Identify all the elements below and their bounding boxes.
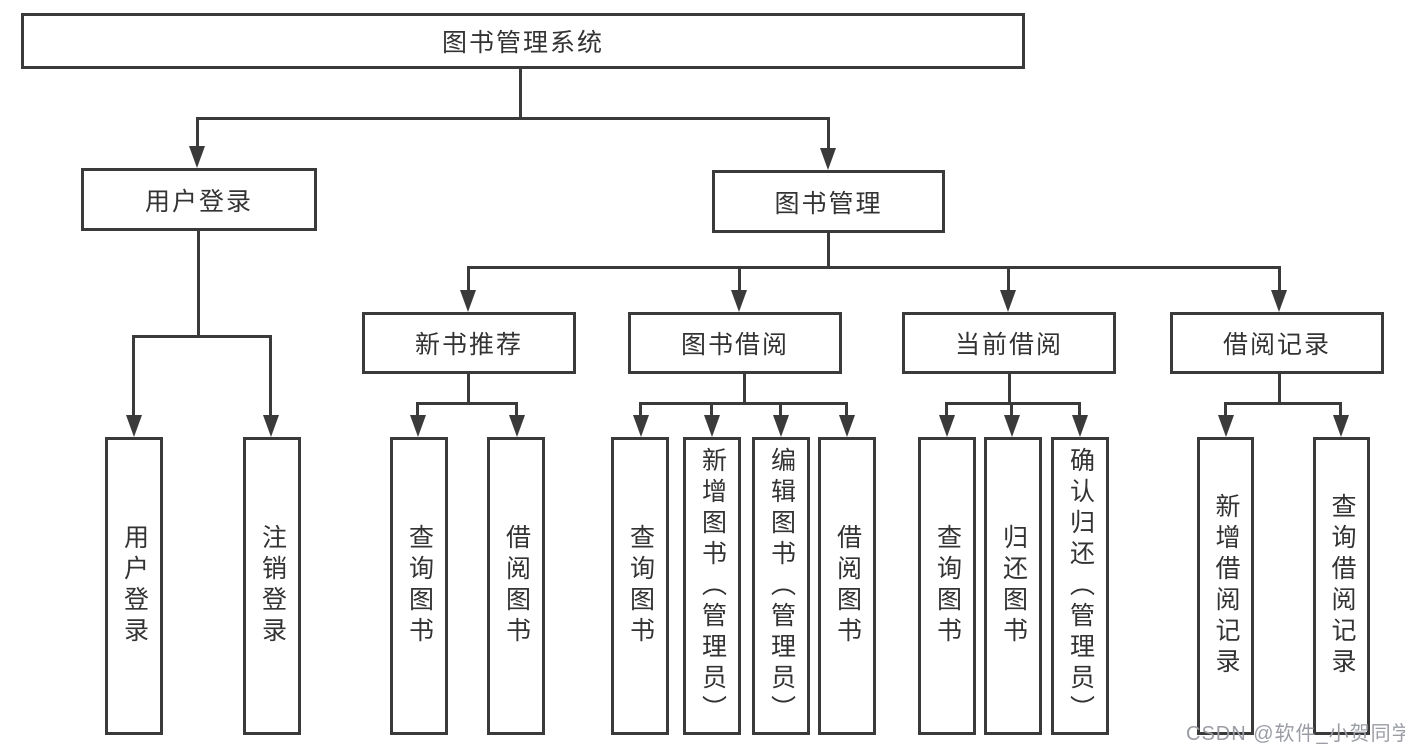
connector-line [1010,402,1013,416]
arrow-down-icon [1072,415,1088,437]
connector-line [639,402,642,416]
connector-line [416,402,518,405]
arrow-down-icon [410,415,426,437]
connector-line [467,266,1281,269]
node-current-borrowing: 当前借阅 [902,312,1116,374]
leaf-confirm-return-admin: 确认归还（管理员） [1051,437,1109,735]
watermark-text: CSDN @软件_小贺同学 [1186,723,1405,745]
arrow-down-icon [633,415,649,437]
node-system-root: 图书管理系统 [21,13,1025,69]
connector-line [519,69,522,119]
arrow-down-icon [189,146,205,168]
connector-line [1007,266,1010,292]
leaf-user-login: 用户登录 [105,437,163,735]
connector-line [196,117,199,148]
arrow-down-icon [939,415,955,437]
arrow-down-icon [1004,415,1020,437]
connector-line [710,402,713,416]
leaf-query-borrow-record: 查询借阅记录 [1313,437,1370,735]
leaf-return-books: 归还图书 [984,437,1042,735]
connector-line [467,374,470,405]
arrow-down-icon [820,148,836,170]
arrow-down-icon [509,415,525,437]
connector-line [467,266,470,292]
arrow-down-icon [263,415,279,437]
leaf-query-books-current: 查询图书 [918,437,976,735]
arrow-down-icon [126,415,142,437]
node-book-management: 图书管理 [712,170,945,233]
connector-line [827,117,830,150]
connector-line [1008,374,1011,405]
connector-line [1339,402,1342,416]
leaf-edit-books-admin: 编辑图书（管理员） [752,437,810,735]
connector-line [845,402,848,416]
leaf-add-books-admin: 新增图书（管理员） [683,437,741,735]
connector-line [515,402,518,416]
connector-line [743,374,746,405]
node-borrowing-records: 借阅记录 [1170,312,1384,374]
connector-line [1224,402,1342,405]
connector-line [269,335,272,415]
leaf-borrow-books: 借阅图书 [818,437,876,735]
arrow-down-icon [1333,415,1349,437]
connector-line [1224,402,1227,416]
connector-line [1078,402,1081,416]
connector-line [132,335,272,338]
leaf-query-books-borrowing: 查询图书 [611,437,669,735]
node-user-login: 用户登录 [81,168,317,231]
connector-line [197,231,200,338]
connector-line [639,402,848,405]
leaf-borrow-books-recommend: 借阅图书 [487,437,545,735]
connector-line [827,233,830,269]
connector-line [945,402,1081,405]
leaf-query-books-recommend: 查询图书 [390,437,448,735]
arrow-down-icon [1000,290,1016,312]
arrow-down-icon [1271,290,1287,312]
connector-line [196,117,830,120]
node-book-borrowing: 图书借阅 [628,312,842,374]
arrow-down-icon [704,415,720,437]
arrow-down-icon [731,290,747,312]
connector-line [416,402,419,416]
connector-line [779,402,782,416]
connector-line [1278,266,1281,292]
connector-line [132,335,135,415]
arrow-down-icon [839,415,855,437]
arrow-down-icon [1218,415,1234,437]
arrow-down-icon [773,415,789,437]
arrow-down-icon [460,290,476,312]
connector-line [738,266,741,292]
connector-line [1278,374,1281,405]
leaf-add-borrow-record: 新增借阅记录 [1197,437,1254,735]
node-new-book-recommendation: 新书推荐 [362,312,576,374]
connector-line [945,402,948,416]
leaf-logout: 注销登录 [243,437,301,735]
